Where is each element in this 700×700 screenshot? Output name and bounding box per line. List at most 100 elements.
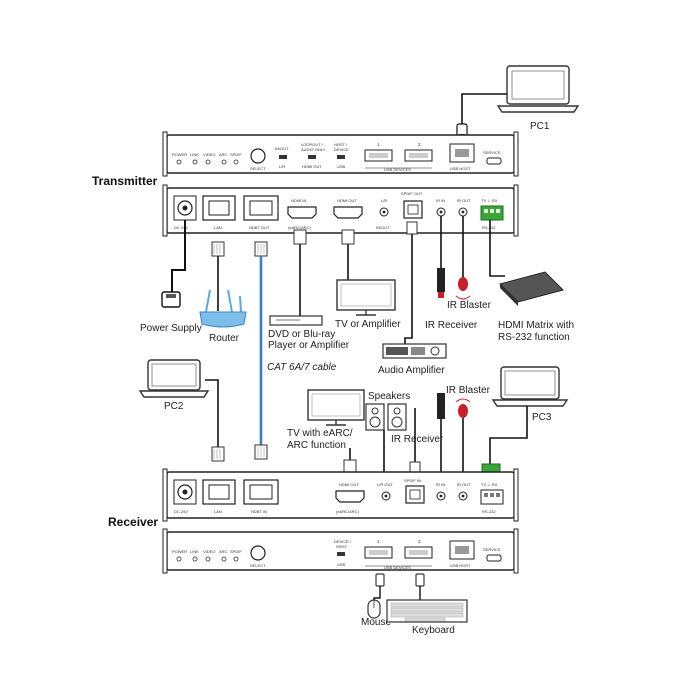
tx-front-leds: POWER LINK VIDEO ARC SPDIF [172,152,242,165]
tx-service-port: SERVICE [483,150,502,165]
tx-usb-host-port: USB HOST [449,143,475,171]
rx-usb-device-ports: 1 2 USB DEVICES [364,539,433,570]
svg-text:L/R OUT: L/R OUT [377,482,393,487]
power-supply-label: Power Supply [140,323,202,334]
svg-text:USB DEVICES: USB DEVICES [384,565,411,570]
svg-text:HOST /: HOST / [334,142,348,147]
tx-front-switches: IN/OUT L/R LOOPOUT / AUDIO ONLY HDMI OUT… [275,142,349,169]
pc2-label: PC2 [164,401,184,412]
svg-text:RS-232: RS-232 [482,509,496,514]
tx-lr-audio-port: L/R IN/OUT [376,198,390,230]
transmitter-section-label: Transmitter [92,174,158,188]
svg-text:SPDIF: SPDIF [230,549,242,554]
svg-text:L/R: L/R [279,164,285,169]
speakers-label: Speakers [368,391,410,402]
ir-receiver-icon [437,393,445,419]
rx-front-switch: DEVICE / HOST USB [334,539,352,567]
svg-text:VIDEO: VIDEO [203,152,215,157]
svg-text:LAN: LAN [214,509,222,514]
svg-text:VIDEO: VIDEO [203,549,215,554]
svg-text:HDMI OUT: HDMI OUT [337,198,357,203]
audio-amp-label: Audio Amplifier [378,365,445,376]
optical-plug-icon [406,221,418,235]
pc1-laptop-icon [496,65,580,113]
tx-dc-power-jack: DC 24V [173,195,197,230]
svg-text:POWER: POWER [172,152,187,157]
hdmi-plug-icon [293,229,307,245]
svg-text:HDBT OUT: HDBT OUT [249,225,270,230]
rx-lan-port: LAN [202,479,236,514]
router-label: Router [209,333,240,344]
svg-text:SPDIF OUT: SPDIF OUT [401,191,423,196]
svg-text:L/R: L/R [381,198,387,203]
svg-text:1: 1 [377,539,380,544]
hdmi-matrix-label-line1: HDMI Matrix with [498,320,574,331]
svg-text:SPDIF IN: SPDIF IN [404,478,421,483]
pc2-laptop-icon [138,359,210,398]
ir-blaster-icon [455,277,471,300]
svg-text:USB HOST: USB HOST [450,166,471,171]
svg-text:USB: USB [337,562,346,567]
ir-blaster-icon [455,398,471,418]
svg-text:HOST: HOST [336,544,348,549]
svg-text:LAN: LAN [214,225,222,230]
hdbt-plug-bottom-icon [254,444,268,460]
router-icon [199,289,247,328]
tx-ir-ports: IR IN IR OUT [436,198,471,217]
ir-blaster-rx-label: IR Blaster [446,385,491,396]
svg-text:IN/OUT: IN/OUT [376,225,390,230]
receiver-front-panel [162,528,519,574]
ir-receiver-tx-label: IR Receiver [425,320,478,331]
pc3-laptop-icon [491,366,569,407]
ir-blaster-tx-label: IR Blaster [447,300,492,311]
rx-spdif-in-port: SPDIF IN [404,478,425,504]
svg-text:LINK: LINK [190,152,199,157]
tx-hdmi-in-port: HDMI IN (eARC/ARC) [287,198,317,230]
tx-lan-port: LAN [202,195,236,230]
svg-text:HDMI OUT: HDMI OUT [302,164,322,169]
svg-text:ARC: ARC [219,549,228,554]
audio-amplifier-icon [382,343,447,359]
svg-text:HDBT IN: HDBT IN [251,509,267,514]
receiver-section-label: Receiver [108,515,158,529]
svg-text:IR IN: IR IN [436,482,445,487]
svg-text:LOOPOUT /: LOOPOUT / [301,142,324,147]
svg-text:IR IN: IR IN [436,198,445,203]
tx-select-button[interactable] [250,148,266,164]
rj45-plug-icon [211,241,225,257]
tv-earc-label-line1: TV with eARC/ [287,428,353,439]
tv-icon [336,279,396,316]
dvd-player-icon [269,315,323,326]
svg-text:USB: USB [337,164,346,169]
rx-lr-out-port: L/R OUT [377,482,393,501]
speakers-icon [365,403,407,431]
svg-text:SERVICE: SERVICE [483,547,501,552]
svg-text:POWER: POWER [172,549,187,554]
keyboard-icon [386,599,468,623]
svg-text:HDMI IN: HDMI IN [291,198,306,203]
dvd-label-line2: Player or Amplifier [268,340,350,351]
rx-select-button[interactable] [250,545,266,561]
ir-receiver-icon [437,268,445,298]
tx-select-label: SELECT [250,166,266,171]
tx-hdbt-out-port: HDBT OUT [243,195,279,230]
transmitter-front-panel [162,131,519,177]
svg-text:SPDIF: SPDIF [230,152,242,157]
svg-text:2: 2 [418,539,421,544]
svg-text:AUDIO ONLY: AUDIO ONLY [301,147,326,152]
svg-text:LINK: LINK [190,549,199,554]
svg-text:SERVICE: SERVICE [483,150,501,155]
pc1-label: PC1 [530,121,550,132]
rx-front-leds: POWER LINK VIDEO ARC SPDIF [172,549,242,562]
rx-rs232-terminal: TX ⊥ RX RS-232 [480,482,504,514]
rx-select-label: SELECT [250,563,266,568]
rx-dc-power-jack: DC 24V [173,479,197,514]
svg-text:USB DEVICES: USB DEVICES [384,167,411,172]
keyboard-label: Keyboard [412,625,455,636]
tv-amp-label: TV or Amplifier [335,319,401,330]
svg-text:TX ⊥ RX: TX ⊥ RX [481,482,498,487]
svg-text:IR OUT: IR OUT [457,198,471,203]
tx-spdif-out-port: SPDIF OUT [401,191,423,219]
rx-usb-host-port: USB HOST [449,540,475,568]
